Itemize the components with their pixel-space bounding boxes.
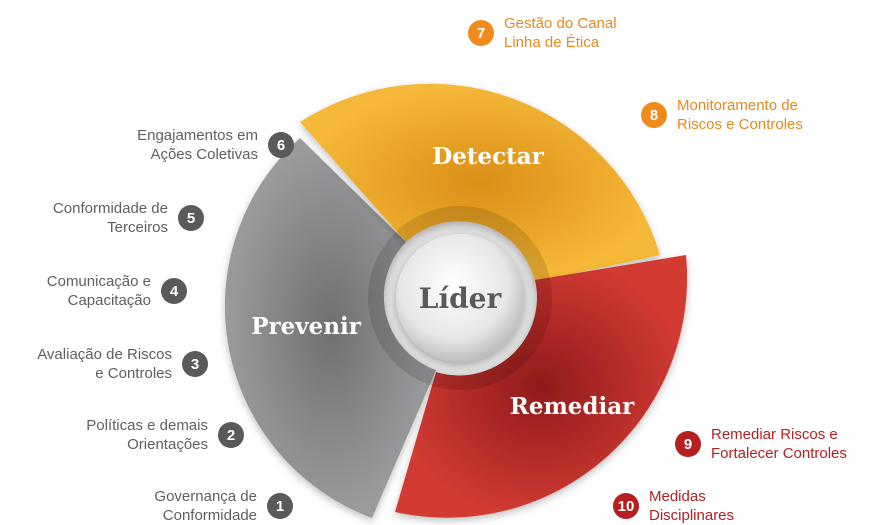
item-1-badge: 1	[267, 493, 293, 519]
item-5-line2: Terceiros	[107, 219, 168, 236]
center-disc	[396, 234, 524, 362]
item-10-line2: Disciplinares	[649, 507, 735, 524]
item-7-badge: 7	[468, 20, 494, 46]
remedy-label: Remediar	[510, 393, 635, 420]
detect-segment	[300, 83, 660, 282]
item-8-badge: 8	[641, 102, 667, 128]
item-6: Engajamentos em Ações Coletivas 6	[137, 126, 294, 164]
item-6-badge: 6	[268, 132, 294, 158]
item-5-badge: 5	[178, 205, 204, 231]
item-6-line2: Ações Coletivas	[150, 146, 258, 163]
center-label: Líder	[419, 282, 503, 315]
item-4: Comunicação e Capacitação 4	[47, 272, 187, 310]
item-2: Políticas e demais Orientações 2	[86, 416, 244, 454]
item-8-line2: Riscos e Controles	[677, 116, 803, 133]
item-5-line1: Conformidade de	[52, 200, 168, 217]
item-9-badge: 9	[675, 431, 701, 457]
item-7-line2: Linha de Ética	[504, 34, 600, 51]
item-1: Governança de Conformidade 1	[154, 487, 293, 525]
item-3-line1: Avaliação de Riscos	[37, 346, 172, 363]
item-6-line1: Engajamentos em	[137, 127, 258, 144]
item-1-line2: Conformidade	[162, 507, 257, 524]
prevent-label: Prevenir	[251, 313, 362, 340]
item-4-line2: Capacitação	[67, 292, 151, 309]
item-10-line1: Medidas	[649, 488, 706, 505]
item-1-line1: Governança de	[154, 488, 257, 505]
item-2-line2: Orientações	[127, 436, 208, 453]
item-8: 8 Monitoramento de Riscos e Controles	[641, 96, 803, 134]
item-7: 7 Gestão do Canal Linha de Ética	[468, 14, 617, 52]
item-9-line2: Fortalecer Controles	[711, 445, 847, 462]
item-8-line1: Monitoramento de	[677, 97, 798, 114]
item-3-badge: 3	[182, 351, 208, 377]
item-2-badge: 2	[218, 422, 244, 448]
item-9: 9 Remediar Riscos e Fortalecer Controles	[675, 425, 847, 463]
item-4-badge: 4	[161, 278, 187, 304]
detect-label: Detectar	[432, 143, 544, 170]
item-10-badge: 10	[613, 493, 639, 519]
item-3: Avaliação de Riscos e Controles 3	[37, 345, 208, 383]
prevent-segment	[224, 138, 436, 518]
item-9-line1: Remediar Riscos e	[711, 426, 838, 443]
item-3-line2: e Controles	[95, 365, 172, 382]
remedy-segment	[395, 255, 688, 518]
item-10: 10 Medidas Disciplinares	[613, 487, 734, 525]
item-7-line1: Gestão do Canal	[504, 15, 617, 32]
item-4-line1: Comunicação e	[46, 273, 151, 290]
item-2-line1: Políticas e demais	[86, 417, 208, 434]
item-5: Conformidade de Terceiros 5	[53, 199, 204, 237]
